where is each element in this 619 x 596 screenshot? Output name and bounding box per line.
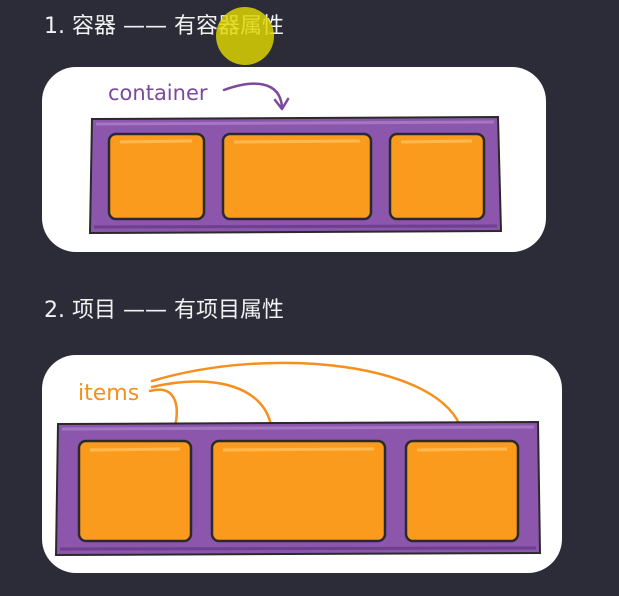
container-sketch-stroke (95, 120, 495, 126)
flex-item-1 (77, 439, 193, 543)
container-illustration-card: container (42, 67, 546, 252)
items-label: items (78, 381, 139, 406)
item-highlight (89, 447, 181, 452)
items-arrow-3 (150, 361, 464, 433)
flex-item-2 (221, 132, 373, 221)
flex-item-1 (107, 132, 206, 221)
flex-item-2 (210, 439, 387, 543)
items-illustration: items (54, 361, 542, 557)
container-sketch-stroke (93, 224, 498, 229)
item-highlight (119, 139, 193, 144)
item-highlight (400, 139, 473, 144)
items-illustration-card: items (42, 355, 562, 573)
item-highlight (416, 447, 508, 452)
flex-item-3 (388, 132, 486, 221)
container-sketch-stroke (59, 546, 537, 551)
container-sketch-stroke (61, 425, 535, 431)
flex-item-3 (404, 439, 520, 543)
container-arrow (222, 82, 284, 109)
container-arrow-head (273, 97, 290, 111)
container-label: container (108, 81, 208, 105)
container-illustration: container (88, 81, 503, 235)
items-arrow-2 (150, 380, 274, 433)
section1-heading: 1. 容器 —— 有容器属性 (44, 14, 284, 39)
item-highlight (233, 139, 361, 144)
section2-heading: 2. 项目 —— 有项目属性 (44, 298, 284, 323)
item-highlight (222, 447, 375, 452)
